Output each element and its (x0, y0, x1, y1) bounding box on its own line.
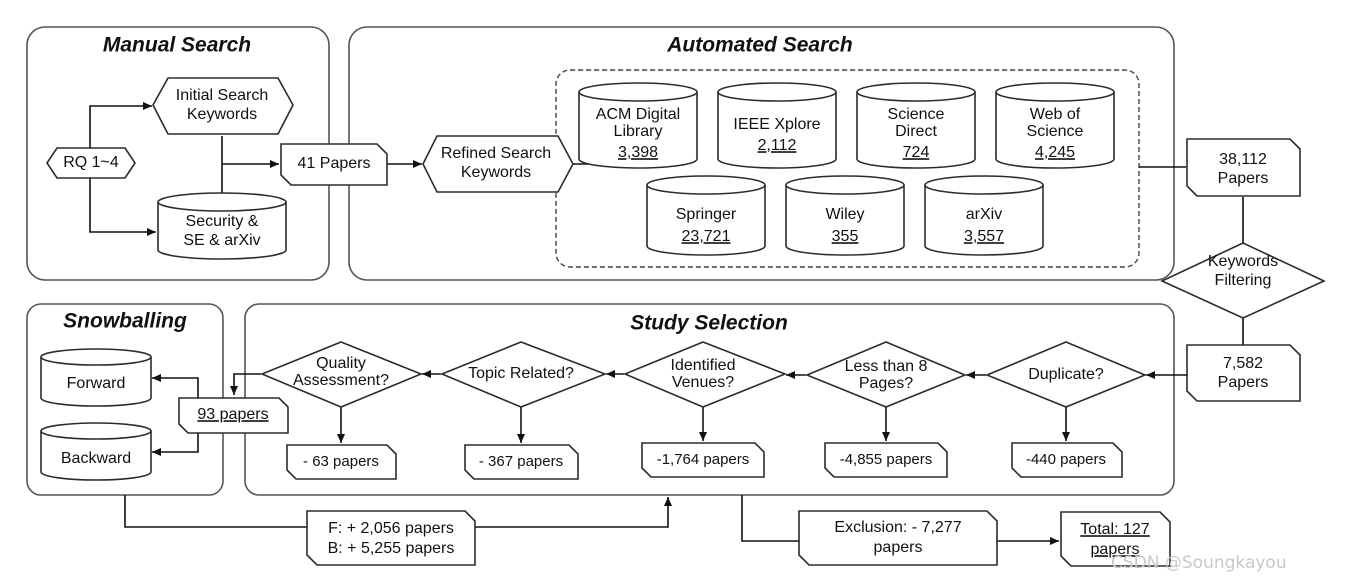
springer-database (646, 175, 766, 256)
ieee-line1: IEEE Xplore (733, 116, 820, 133)
acm-line1: ACM Digital (596, 106, 680, 123)
initial-keywords-hexagon (152, 77, 294, 135)
manual-db-line1: Security & (186, 213, 259, 230)
keywords-filtering-line1: Keywords (1208, 253, 1278, 270)
exclusion-line1: Exclusion: - 7,277 (834, 519, 961, 536)
pages-line1: Less than 8 (845, 358, 928, 375)
arxiv-count: 3,557 (964, 228, 1004, 245)
wos-line2: Science (1027, 123, 1084, 140)
acm-count: 3,398 (618, 144, 658, 161)
rq-to-initial-arrow (89, 102, 152, 150)
venues-line1: Identified (671, 357, 736, 374)
wos-count: 4,245 (1035, 144, 1075, 161)
springer-count: 23,721 (682, 228, 731, 245)
wos-line1: Web of (1030, 106, 1081, 123)
exclude-pages-label: -4,855 papers (840, 451, 933, 468)
acm-database (578, 82, 698, 169)
watermark: CSDN @Soungkayou (1111, 553, 1287, 573)
wiley-count: 355 (832, 228, 859, 245)
science-direct-database (856, 82, 976, 169)
acm-line2: Library (614, 123, 663, 140)
quality-to-93-arrow (230, 373, 261, 395)
pages-diamond (804, 341, 968, 408)
exclude-quality-box (286, 444, 397, 480)
keywords-filtering-line2: Filtering (1215, 272, 1272, 289)
refined-keywords-line1: Refined Search (441, 145, 551, 162)
wiley-line1: Wiley (825, 206, 864, 223)
manual-search-title: Manual Search (103, 34, 251, 57)
exclude-duplicate-box (1011, 442, 1123, 478)
arxiv-database (924, 175, 1044, 256)
topic-label: Topic Related? (468, 365, 574, 382)
forward-database (40, 348, 152, 407)
study-selection-title: Study Selection (630, 312, 788, 335)
ieee-database (717, 82, 837, 169)
7582-papers-box (1186, 344, 1301, 402)
springer-line1: Springer (676, 206, 737, 223)
snowball-to-fb-line (124, 495, 307, 528)
manual-db-line2: SE & arXiv (183, 232, 260, 249)
exclude-quality-label: - 63 papers (303, 453, 379, 470)
refined-keywords-line2: Keywords (461, 164, 531, 181)
refined-keywords-hexagon (422, 135, 574, 193)
snowballing-title: Snowballing (63, 310, 187, 333)
arxiv-line1: arXiv (966, 206, 1002, 223)
duplicate-diamond (984, 341, 1148, 408)
7582-label: Papers (1218, 374, 1269, 391)
security-se-arxiv-database (157, 192, 287, 260)
fb-to-selection-arrow (475, 497, 672, 528)
exclude-venues-label: -1,764 papers (657, 451, 750, 468)
wiley-database (785, 175, 905, 256)
41-papers-box (280, 143, 388, 186)
snowball-forward-count: F: + 2,056 papers (328, 520, 454, 537)
forward-label: Forward (67, 375, 126, 392)
venues-line2: Venues? (672, 374, 734, 391)
38112-count: 38,112 (1219, 151, 1267, 168)
pages-line2: Pages? (859, 375, 913, 392)
exclude-duplicate-label: -440 papers (1026, 451, 1106, 468)
venues-diamond (622, 341, 788, 408)
exclude-venues-box (641, 442, 765, 478)
38112-papers-box (1186, 138, 1301, 197)
41-papers-label: 41 Papers (298, 155, 371, 172)
duplicate-label: Duplicate? (1028, 366, 1104, 383)
backward-database (40, 422, 152, 481)
science-count: 724 (903, 144, 930, 161)
initial-keywords-line1: Initial Search (176, 87, 269, 104)
selection-to-exclusion-line (741, 495, 800, 542)
93-papers-label: 93 papers (197, 406, 268, 423)
science-line2: Direct (895, 123, 937, 140)
ieee-count: 2,112 (758, 137, 797, 154)
keywords-filtering-diamond (1160, 242, 1326, 319)
automated-search-title: Automated Search (666, 34, 853, 57)
exclude-topic-box (464, 444, 579, 480)
quality-line2: Assessment? (293, 372, 389, 389)
total-box (1060, 511, 1171, 567)
total-line2: papers (1091, 541, 1140, 558)
exclude-pages-box (824, 442, 948, 478)
93-papers-box (178, 397, 289, 434)
quality-line1: Quality (316, 355, 366, 372)
exclusion-line2: papers (874, 539, 923, 556)
rq-to-db-arrow (89, 176, 156, 236)
rq-hexagon (46, 147, 136, 179)
93-to-forward-arrow (152, 374, 199, 398)
93-to-backward-arrow (152, 430, 199, 456)
topic-diamond (439, 341, 608, 408)
total-line1: Total: 127 (1080, 521, 1149, 538)
snowball-backward-count: B: + 5,255 papers (328, 540, 455, 557)
7582-count: 7,582 (1223, 355, 1263, 372)
backward-label: Backward (61, 450, 131, 467)
38112-label: Papers (1218, 170, 1269, 187)
exclude-topic-label: - 367 papers (479, 453, 563, 470)
rq-label: RQ 1~4 (63, 154, 119, 171)
exclusion-box (798, 510, 998, 566)
web-of-science-database (995, 82, 1115, 169)
quality-diamond (259, 341, 424, 408)
snowball-additions-box (306, 510, 476, 566)
initial-keywords-line2: Keywords (187, 106, 257, 123)
science-line1: Science (888, 106, 945, 123)
